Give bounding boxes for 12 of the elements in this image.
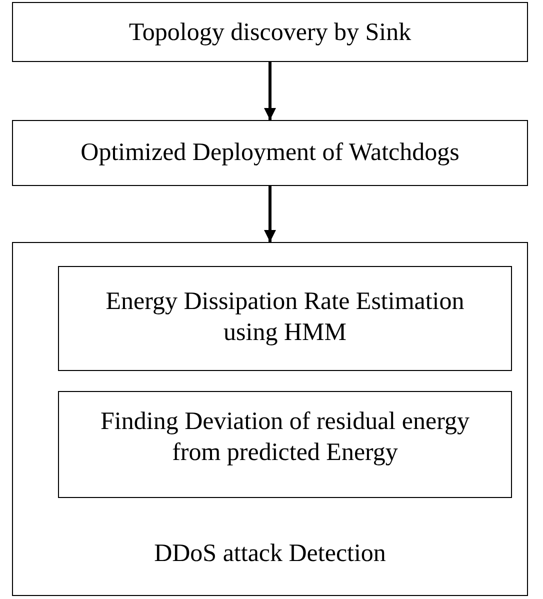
process-box <box>12 120 528 186</box>
box-label: Topology discovery by Sink <box>128 18 412 48</box>
process-box <box>58 391 512 498</box>
process-box <box>12 2 528 62</box>
box-label: DDoS attack Detection <box>153 539 387 569</box>
process-box <box>12 242 528 596</box>
box-label: Optimized Deployment of Watchdogs <box>80 138 460 168</box>
box-label: Finding Deviation of residual energy from predicted Energy <box>100 407 470 468</box>
arrow <box>264 186 276 242</box>
box-label: Energy Dissipation Rate Estimation using HMM <box>104 287 466 348</box>
process-box <box>58 266 512 371</box>
arrow <box>264 62 276 120</box>
